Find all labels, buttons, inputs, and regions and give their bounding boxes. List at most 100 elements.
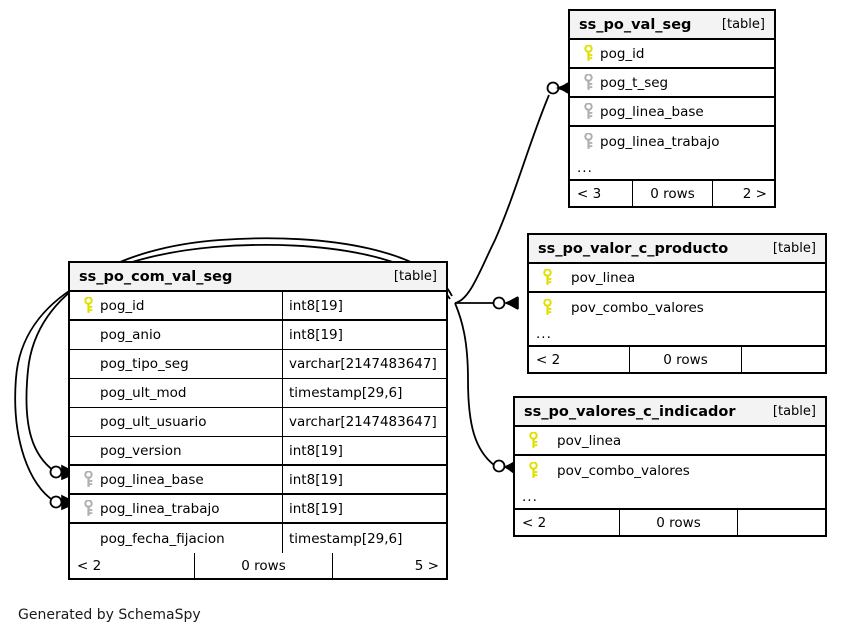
- footer-child-count[interactable]: 2 >: [712, 181, 774, 206]
- column-name: pog_ult_mod: [100, 385, 187, 401]
- table-columns: pov_linea pov_combo_valores: [529, 264, 825, 322]
- table-header: ss_po_valores_c_indicador [table]: [515, 398, 825, 427]
- table-title: ss_po_val_seg: [579, 16, 692, 33]
- column-name: pov_linea: [571, 269, 636, 286]
- primary-key-icon: [523, 462, 543, 479]
- cardinality-zero-marker: [49, 495, 63, 509]
- primary-key-icon: [537, 299, 557, 316]
- footer-parent-count[interactable]: < 3: [577, 185, 602, 202]
- footer-parent-count[interactable]: < 2: [536, 351, 561, 368]
- table-columns: pog_id int8[19] pog_anio int8[19] pog_ti…: [70, 292, 446, 553]
- table-row[interactable]: pog_t_seg: [570, 69, 774, 98]
- column-name: pog_anio: [100, 327, 161, 343]
- column-type: timestamp[29,6]: [282, 379, 446, 407]
- table-footer: < 2 0 rows: [515, 510, 825, 535]
- table-row[interactable]: pov_combo_valores: [529, 293, 825, 322]
- column-name: pov_combo_valores: [571, 299, 704, 316]
- column-name: pog_id: [600, 45, 645, 62]
- table-row[interactable]: pov_linea: [529, 264, 825, 293]
- table-node-ss-po-valores-c-indicador[interactable]: ss_po_valores_c_indicador [table] pov_li…: [513, 396, 827, 537]
- column-name: pov_combo_valores: [557, 462, 690, 479]
- column-name: pog_tipo_seg: [100, 356, 189, 372]
- foreign-key-icon: [78, 500, 98, 517]
- column-name: pog_version: [100, 442, 182, 459]
- cardinality-zero-marker: [546, 81, 560, 95]
- table-header: ss_po_valor_c_producto [table]: [529, 235, 825, 264]
- table-row[interactable]: pov_combo_valores: [515, 456, 825, 485]
- table-node-ss-po-valor-c-producto[interactable]: ss_po_valor_c_producto [table] pov_linea…: [527, 233, 827, 374]
- table-type-tag: [table]: [772, 404, 816, 419]
- column-type: int8[19]: [282, 437, 446, 464]
- table-row[interactable]: pog_tipo_seg varchar[2147483647]: [70, 350, 446, 379]
- footer-row-count: 0 rows: [629, 347, 741, 372]
- foreign-key-icon: [578, 74, 598, 91]
- primary-key-icon: [578, 45, 598, 62]
- column-name: pog_t_seg: [600, 74, 669, 91]
- column-name: pog_ult_usuario: [100, 414, 207, 430]
- table-row[interactable]: pog_linea_base int8[19]: [70, 466, 446, 495]
- table-row[interactable]: pog_linea_trabajo int8[19]: [70, 495, 446, 524]
- crowsfoot-marker: [503, 296, 519, 310]
- primary-key-icon: [537, 269, 557, 286]
- column-type: varchar[2147483647]: [282, 350, 446, 378]
- table-columns: pov_linea pov_combo_valores: [515, 427, 825, 485]
- column-type: varchar[2147483647]: [282, 408, 446, 436]
- table-footer: < 2 0 rows: [529, 347, 825, 372]
- truncated-columns-indicator: ...: [570, 156, 774, 181]
- table-row[interactable]: pog_ult_usuario varchar[2147483647]: [70, 408, 446, 437]
- primary-key-icon: [78, 297, 98, 314]
- table-row[interactable]: pog_linea_base: [570, 98, 774, 127]
- footer-row-count: 0 rows: [194, 553, 332, 578]
- table-row[interactable]: pog_version int8[19]: [70, 437, 446, 466]
- column-name: pov_linea: [557, 432, 622, 449]
- column-name: pog_linea_trabajo: [100, 500, 220, 517]
- table-type-tag: [table]: [772, 241, 816, 256]
- table-row[interactable]: pov_linea: [515, 427, 825, 456]
- truncated-columns-indicator: ...: [515, 485, 825, 510]
- column-name: pog_id: [100, 297, 145, 314]
- foreign-key-icon: [578, 133, 598, 150]
- footer-parent-count[interactable]: < 2: [77, 557, 102, 574]
- primary-key-icon: [523, 432, 543, 449]
- table-type-tag: [table]: [393, 269, 437, 284]
- edge-to-valores-c-indicador: [454, 302, 495, 466]
- table-row[interactable]: pog_ult_mod timestamp[29,6]: [70, 379, 446, 408]
- footer-child-count[interactable]: 5 >: [332, 553, 446, 578]
- footer-child-count[interactable]: [741, 347, 825, 372]
- footer-row-count: 0 rows: [632, 181, 712, 206]
- table-title: ss_po_com_val_seg: [79, 268, 233, 285]
- table-title: ss_po_valores_c_indicador: [524, 403, 736, 420]
- column-name: pog_linea_base: [600, 103, 704, 120]
- foreign-key-icon: [578, 103, 598, 120]
- table-footer: < 3 0 rows 2 >: [570, 181, 774, 206]
- table-header: ss_po_val_seg [table]: [570, 11, 774, 40]
- column-type: int8[19]: [282, 292, 446, 319]
- column-name: pog_linea_trabajo: [600, 133, 720, 150]
- cardinality-zero-marker: [49, 465, 63, 479]
- column-type: timestamp[29,6]: [282, 524, 446, 553]
- table-title: ss_po_valor_c_producto: [538, 240, 729, 257]
- cardinality-zero-marker: [492, 459, 506, 473]
- table-row[interactable]: pog_linea_trabajo: [570, 127, 774, 156]
- cardinality-zero-marker: [492, 296, 506, 310]
- crowsfoot-marker: [555, 82, 569, 94]
- table-row[interactable]: pog_anio int8[19]: [70, 321, 446, 350]
- column-name: pog_fecha_fijacion: [100, 530, 225, 547]
- table-row[interactable]: pog_fecha_fijacion timestamp[29,6]: [70, 524, 446, 553]
- table-node-ss-po-com-val-seg[interactable]: ss_po_com_val_seg [table] pog_id int8[19…: [68, 261, 448, 580]
- table-row[interactable]: pog_id: [570, 40, 774, 69]
- table-node-ss-po-val-seg[interactable]: ss_po_val_seg [table] pog_id pog_t_seg: [568, 9, 776, 208]
- generated-by-caption: Generated by SchemaSpy: [18, 607, 201, 623]
- table-header: ss_po_com_val_seg [table]: [70, 263, 446, 292]
- truncated-columns-indicator: ...: [529, 322, 825, 347]
- footer-row-count: 0 rows: [619, 510, 737, 535]
- column-type: int8[19]: [282, 321, 446, 349]
- table-footer: < 2 0 rows 5 >: [70, 553, 446, 578]
- footer-parent-count[interactable]: < 2: [522, 514, 547, 531]
- foreign-key-icon: [78, 471, 98, 488]
- column-type: int8[19]: [282, 466, 446, 493]
- table-row[interactable]: pog_id int8[19]: [70, 292, 446, 321]
- footer-child-count[interactable]: [737, 510, 825, 535]
- column-name: pog_linea_base: [100, 471, 204, 488]
